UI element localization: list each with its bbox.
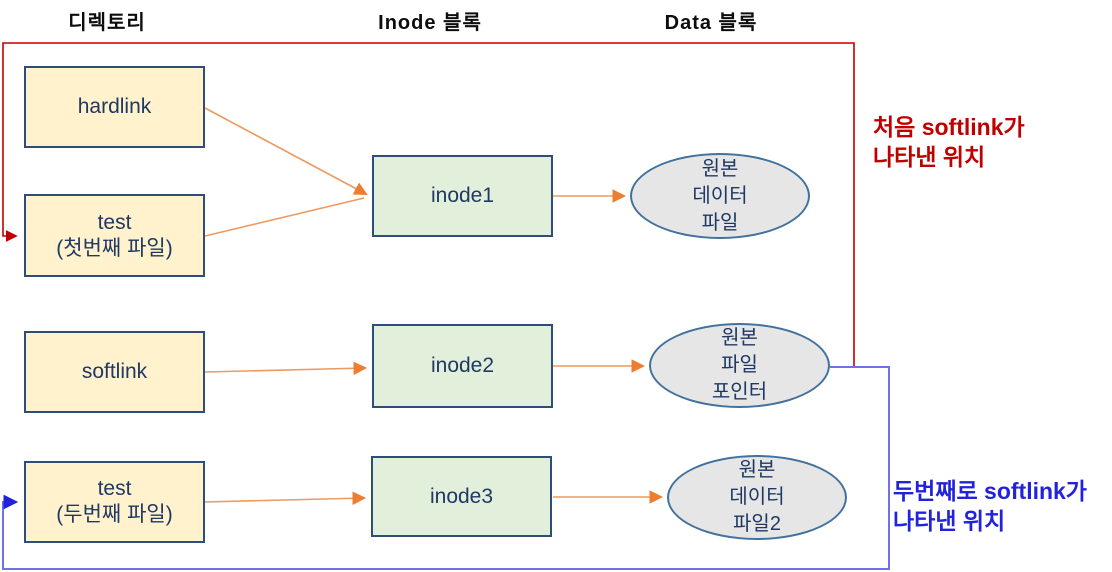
annotation-red-line1: 처음 softlink가 <box>873 114 1025 140</box>
inode1-label: inode1 <box>430 184 495 207</box>
directory-entry-softlink: softlink <box>24 331 205 413</box>
arrow-softlink-to-inode2 <box>204 361 368 376</box>
column-header-directory: 디렉토리 <box>68 12 146 34</box>
data1-line2: 데이터 <box>692 184 748 207</box>
arrow-testfirst-to-inode1 <box>204 197 365 237</box>
arrow-hardlink-to-inode1 <box>204 107 368 195</box>
softlink-label: softlink <box>81 360 148 383</box>
directory-entry-test-second: test (두번째 파일) <box>24 461 205 543</box>
test-second-label-line1: test <box>97 477 132 500</box>
data1-line1: 원본 <box>701 157 739 180</box>
inode-block-2: inode2 <box>372 324 553 408</box>
data-block-original-data-file2: 원본 데이터 파일2 <box>667 455 847 540</box>
pointer-line2: 파일 <box>721 354 758 376</box>
data1-line3: 파일 <box>701 211 739 234</box>
annotation-blue-line1: 두번째로 softlink가 <box>893 478 1087 504</box>
test-first-label-line1: test <box>97 210 132 234</box>
hardlink-label: hardlink <box>77 95 152 118</box>
inode3-label: inode3 <box>429 484 494 508</box>
blue-second-softlink-path <box>2 366 890 570</box>
directory-entry-hardlink: hardlink <box>24 66 205 148</box>
data2-line1: 원본 <box>738 459 776 481</box>
column-header-data-block: Data 블록 <box>664 12 758 34</box>
data2-line3: 파일2 <box>733 513 781 535</box>
test-second-label-line2: (두번째 파일) <box>56 503 173 526</box>
red-first-softlink-path <box>2 42 855 367</box>
annotation-red-line2: 나타낸 위치 <box>873 144 986 170</box>
column-header-inode-block: Inode 블록 <box>378 12 482 34</box>
inode-block-3: inode3 <box>371 456 552 537</box>
arrow-testsecond-to-inode3 <box>203 491 367 506</box>
test-first-label-line2: (첫번째 파일) <box>56 236 173 260</box>
inode2-label: inode2 <box>430 354 495 377</box>
pointer-line3: 포인터 <box>711 381 768 403</box>
pointer-line1: 원본 <box>721 327 758 349</box>
data-block-original-data-file: 원본 데이터 파일 <box>630 153 810 239</box>
inode-block-1: inode1 <box>372 155 553 237</box>
annotation-first-softlink-target: 처음 softlink가 나타낸 위치 <box>873 112 1025 172</box>
data2-line2: 데이터 <box>729 486 785 508</box>
directory-entry-test-first: test (첫번째 파일) <box>24 194 205 277</box>
data-block-original-file-pointer: 원본 파일 포인터 <box>649 323 830 408</box>
annotation-second-softlink-target: 두번째로 softlink가 나타낸 위치 <box>893 476 1087 536</box>
annotation-blue-line2: 나타낸 위치 <box>893 508 1006 534</box>
